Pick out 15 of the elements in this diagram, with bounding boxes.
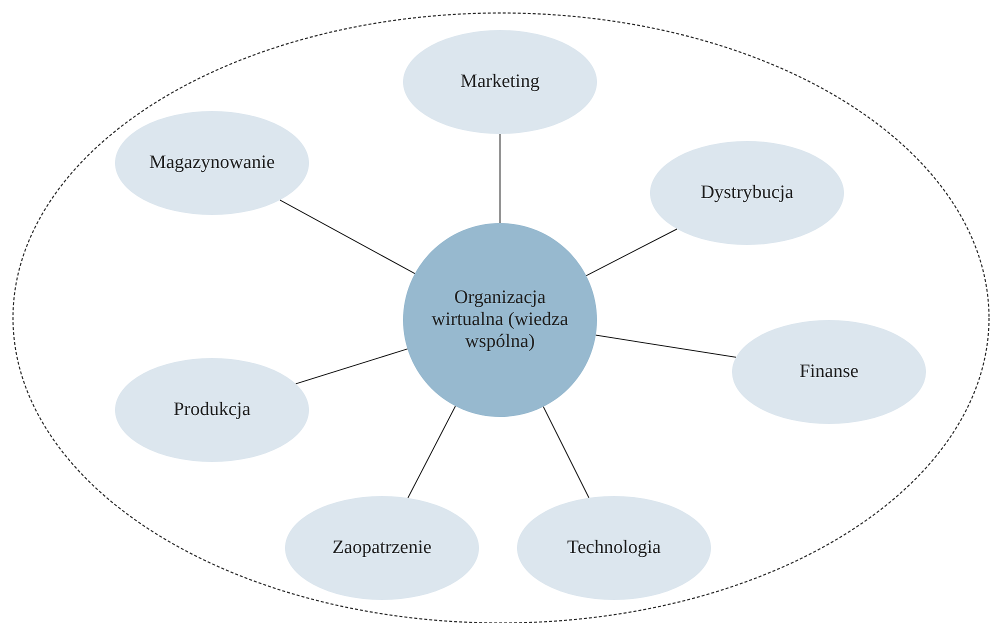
- topic-label: Finanse: [799, 361, 859, 383]
- connector-line: [586, 228, 678, 276]
- topic-label: Dystrybucja: [700, 182, 794, 204]
- topic-label: Zaopatrzenie: [332, 537, 432, 559]
- connector-line: [595, 334, 736, 358]
- topic-label: Marketing: [460, 71, 540, 93]
- topic-label: Produkcja: [173, 399, 251, 421]
- connector-line: [295, 348, 408, 384]
- topic-label: Magazynowanie: [149, 152, 275, 174]
- dashed-boundary-ellipse: [12, 12, 990, 623]
- connector-line: [280, 200, 416, 274]
- connector-line: [542, 406, 590, 498]
- connector-line: [407, 406, 456, 498]
- topic-label: Technologia: [567, 537, 661, 559]
- central-label: Organizacja wirtualna (wiedza wspólna): [430, 287, 570, 353]
